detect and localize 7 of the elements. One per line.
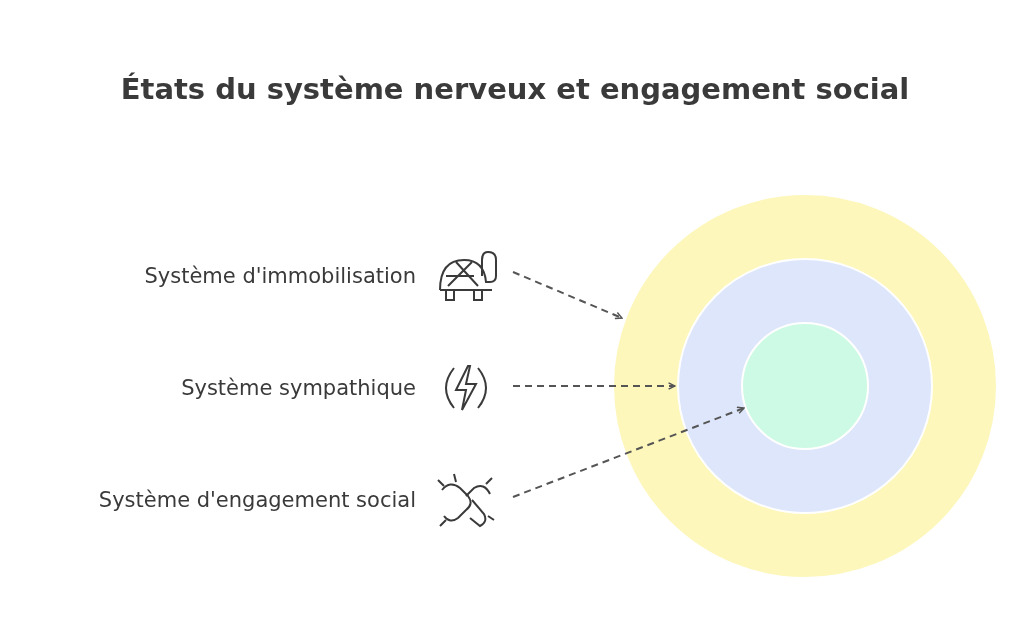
dashed-arrow — [512, 406, 745, 498]
title: États du système nerveux et engagement social — [119, 72, 911, 106]
label-text: Système sympathique — [181, 376, 416, 400]
label-text: Système d'immobilisation — [144, 264, 416, 288]
dashed-arrow — [512, 382, 676, 390]
label-text: Système d'engagement social — [98, 488, 416, 512]
dashed-arrow — [512, 271, 623, 320]
